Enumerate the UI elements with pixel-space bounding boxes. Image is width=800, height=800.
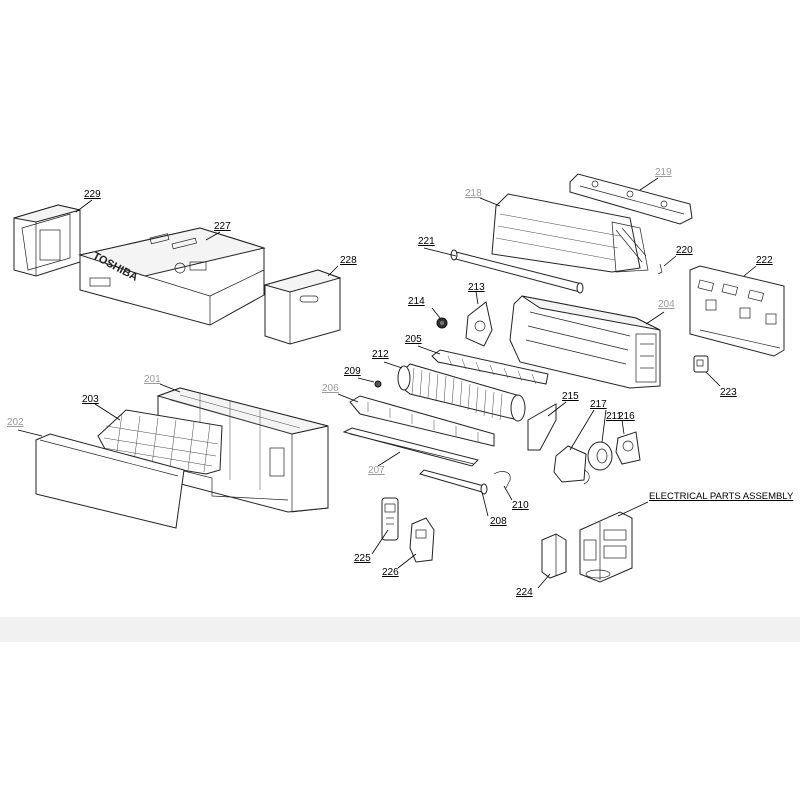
cross-flow-fan-212 [397,363,526,422]
label-217: 217 [590,399,607,410]
sensor-210 [493,471,511,489]
label-228: 228 [340,255,357,266]
label-227: 227 [214,221,231,232]
screw-209 [374,380,382,388]
label-201: 201 [144,374,161,385]
label-208: 208 [490,516,507,527]
remote-control-225 [381,497,399,541]
label-219: 219 [655,167,672,178]
label-225: 225 [354,553,371,564]
top-frame-219 [569,173,693,225]
louver-205 [431,349,549,385]
bracket-223 [693,355,709,373]
label-204: 204 [658,299,675,310]
label-212: 212 [372,349,389,360]
label-203: 203 [82,394,99,405]
label-220: 220 [676,245,693,256]
label-213: 213 [468,282,485,293]
drain-pan-206 [349,395,495,447]
motor-holder-217 [553,445,590,485]
bracket-215 [527,403,557,451]
bearing-214 [436,317,448,329]
heat-exchanger-218 [491,193,649,273]
motor-cover-216 [615,431,641,465]
label-205: 205 [405,334,422,345]
label-210: 210 [512,500,529,511]
label-223: 223 [720,387,737,398]
packing-end-cap-229 [13,204,81,277]
bearing-bracket-213 [465,301,493,347]
label-226: 226 [382,567,399,578]
front-panel-202 [35,433,185,529]
label-229: 229 [84,189,101,200]
leader-lines [17,177,757,589]
label-211: 211 [606,411,622,422]
terminal-cover-224 [541,533,567,579]
fan-motor-211 [587,441,613,471]
label-224: 224 [516,587,533,598]
electrical-box [579,511,633,583]
label-222: 222 [756,255,773,266]
packing-end-cap-228 [263,269,342,345]
label-221: 221 [418,236,435,247]
label-209: 209 [344,366,361,377]
label-214: 214 [408,296,425,307]
clip-220 [657,263,663,275]
drain-pipe-221 [450,249,584,294]
label-215: 215 [562,391,579,402]
bottom-band [0,617,800,642]
lower-louver-207 [342,427,479,467]
drain-hose-208 [419,469,488,495]
label-218: 218 [465,188,482,199]
label-202: 202 [7,417,24,428]
mounting-plate-222 [689,265,785,357]
packing-box-227 [78,227,266,326]
label-216: 216 [618,411,635,422]
electrical-parts-assembly-title: ELECTRICAL PARTS ASSEMBLY [649,491,794,502]
label-206: 206 [322,383,339,394]
remote-holder-226 [409,517,435,563]
label-207: 207 [368,465,385,476]
rear-chassis-204 [509,295,661,389]
